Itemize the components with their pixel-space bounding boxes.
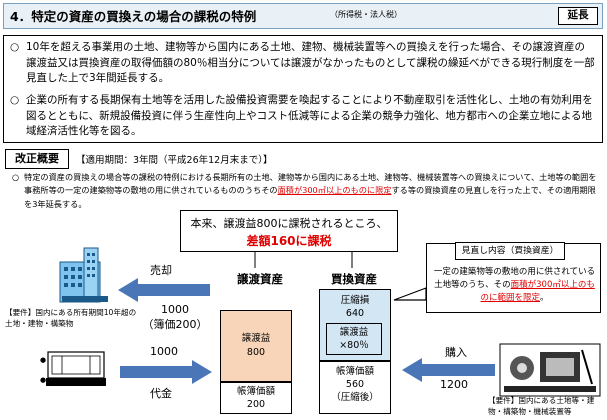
summary-text-2: 企業の所有する長期保有土地等を活用した設備投資需要を喚起することにより不動産取引… — [26, 94, 593, 137]
gain-ratio-block: 譲渡益 ×80％ — [326, 323, 382, 355]
review-content-body: 一定の建築物等の敷地の用に供されている土地等のうち、その面積が300㎡以上のもの… — [432, 266, 597, 305]
review-text-1: 一定の建築物等の敷地の用に供されている土地等のうち、その — [433, 267, 596, 290]
machinery-icon — [499, 343, 601, 397]
payment-amount: 1000 — [150, 345, 178, 358]
compression-loss-label: 圧縮損 — [340, 295, 370, 306]
sale-amount: 1000 — [161, 303, 189, 316]
payment-label: 代金 — [150, 387, 172, 400]
summary-bullet-2: ○ 企業の所有する長期保有土地等を活用した設備投資需要を喚起することにより不動産… — [10, 93, 595, 140]
callout-line-2: 差額160に課税 — [246, 234, 332, 248]
sale-book-note: （簿価200） — [142, 318, 208, 331]
sale-amount-group: 1000 （簿価200） — [140, 302, 210, 332]
summary-text-1: 10年を超える事業用の土地、建物等から国内にある土地、建物、機械装置等への買換え… — [26, 41, 595, 84]
transfer-gain-block: 譲渡益 800 — [220, 310, 292, 382]
svg-text:●: ● — [40, 356, 46, 364]
transfer-book-value-block: 帳簿価額 200 — [220, 382, 292, 414]
bullet-mark: ○ — [10, 94, 20, 106]
replacement-book-label: 帳簿価額 — [335, 366, 374, 377]
bullet-mark: ○ — [12, 172, 20, 182]
requirement-left: 【要件】国内にある所有期間10年超の土地・建物・構築物 — [5, 308, 137, 328]
building-icon — [59, 247, 108, 303]
callout-line-1: 本来、譲渡益800に課税されるところ、 — [190, 217, 388, 230]
tax-type-note: （所得税・法人税） — [330, 10, 402, 19]
extension-badge: 延長 — [558, 7, 598, 25]
bracket-lines — [254, 252, 353, 268]
gain-ratio-label: 譲渡益 — [339, 327, 369, 338]
svg-text:●: ● — [40, 376, 46, 384]
applicable-period: 【適用期間：3年間（平成26年12月末まで）】 — [76, 155, 273, 166]
bullet-mark: ○ — [10, 41, 20, 53]
gain-ratio-value: ×80％ — [339, 340, 369, 351]
page-title: 4．特定の資産の買換えの場合の課税の特例 — [10, 9, 257, 24]
transfer-gain-value: 800 — [246, 347, 266, 358]
purchase-arrow — [402, 358, 495, 382]
replacement-book-note: （圧縮後） — [331, 392, 379, 403]
payment-arrow — [120, 360, 212, 384]
review-text-2: 。 — [540, 293, 549, 303]
review-text-highlight: 面積が300㎡以上のものに範囲を限定 — [480, 280, 595, 303]
purchase-price: 1200 — [440, 378, 468, 391]
sell-label: 売却 — [150, 264, 172, 277]
reform-text-1: 特定の資産の買換えの場合等の課税の特例における長期所有の土地、建物等から国内にあ… — [24, 172, 597, 196]
summary-box — [3, 35, 603, 143]
reform-text-highlight: 面積が300㎡以上のものに限定 — [277, 185, 392, 196]
replacement-book-value: 560 — [345, 379, 365, 390]
callout-pointer — [393, 287, 427, 301]
tax-explanation-callout: 本来、譲渡益800に課税されるところ、 差額160に課税 — [180, 210, 398, 252]
book-value-value: 200 — [246, 399, 266, 410]
replacement-asset-header: 買換資産 — [331, 272, 377, 286]
title-bar — [3, 3, 603, 29]
reform-text-2: する等の買換資産の見直しを行った上で、その適用期限を3年延長する。 — [24, 185, 596, 209]
reform-summary-label: 改正概要 — [5, 149, 69, 169]
book-value-label: 帳簿価額 — [236, 386, 275, 397]
transfer-gain-label: 譲渡益 — [241, 333, 271, 344]
sell-arrow — [118, 278, 210, 302]
transfer-asset-header: 譲渡資産 — [237, 272, 283, 286]
review-content-title: 見直し内容（買換資産） — [455, 242, 565, 260]
money-icon: ● ● — [40, 351, 106, 386]
purchase-label: 購入 — [445, 346, 467, 359]
compression-loss-value: 640 — [345, 308, 365, 319]
reform-description: ○ 特定の資産の買換えの場合等の課税の特例における長期所有の土地、建物等から国内… — [12, 171, 598, 211]
replacement-book-value-block: 帳簿価額 560 （圧縮後） — [319, 361, 391, 414]
requirement-right: 【要件】国内にある土地等・建物・構築物・機械装置等 — [488, 396, 595, 416]
summary-bullet-1: ○ 10年を超える事業用の土地、建物等から国内にある土地、建物、機械装置等への買… — [10, 40, 595, 87]
